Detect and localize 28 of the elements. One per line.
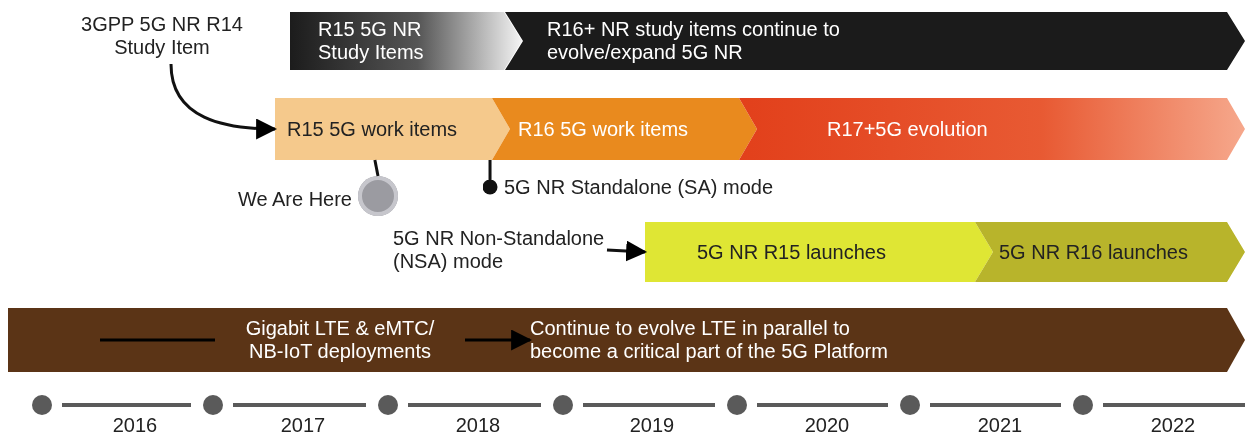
year-label: 2019 bbox=[628, 414, 676, 437]
phase-banner: R16 5G work items bbox=[492, 98, 757, 160]
marker-circle bbox=[358, 176, 398, 216]
phase-banner: R15 5G work items bbox=[275, 98, 510, 160]
band-text: Gigabit LTE & eMTC/ NB-IoT deployments bbox=[215, 314, 465, 366]
note-text: 3GPP 5G NR R14 Study Item bbox=[72, 8, 252, 64]
phase-banner: R16+ NR study items continue to evolve/expand 5G NR bbox=[505, 12, 1245, 70]
launch-banner: 5G NR R16 launches bbox=[975, 222, 1245, 282]
arrow bbox=[169, 63, 278, 140]
year-label: 2016 bbox=[111, 414, 159, 437]
band-text: Continue to evolve LTE in parallel to become a critical part of the 5G Platform bbox=[530, 314, 920, 366]
phase-banner: R17+5G evolution bbox=[739, 98, 1245, 160]
lte-band bbox=[8, 308, 1245, 372]
year-label: 2017 bbox=[279, 414, 327, 437]
year-label: 2022 bbox=[1149, 414, 1197, 437]
connector-line bbox=[100, 338, 215, 342]
milestone-text: 5G NR Non-Standalone (NSA) mode bbox=[393, 224, 607, 276]
arrow bbox=[465, 329, 533, 351]
connector-line bbox=[373, 159, 380, 177]
launch-banner: 5G NR R15 launches bbox=[645, 222, 993, 282]
year-label: 2018 bbox=[454, 414, 502, 437]
arrow bbox=[606, 240, 648, 262]
milestone-text: 5G NR Standalone (SA) mode bbox=[490, 174, 820, 200]
phase-banner: R15 5G NR Study Items bbox=[290, 12, 522, 70]
marker-caption: We Are Here bbox=[236, 186, 352, 212]
year-label: 2020 bbox=[803, 414, 851, 437]
year-label: 2021 bbox=[976, 414, 1024, 437]
connector-line bbox=[482, 160, 498, 195]
